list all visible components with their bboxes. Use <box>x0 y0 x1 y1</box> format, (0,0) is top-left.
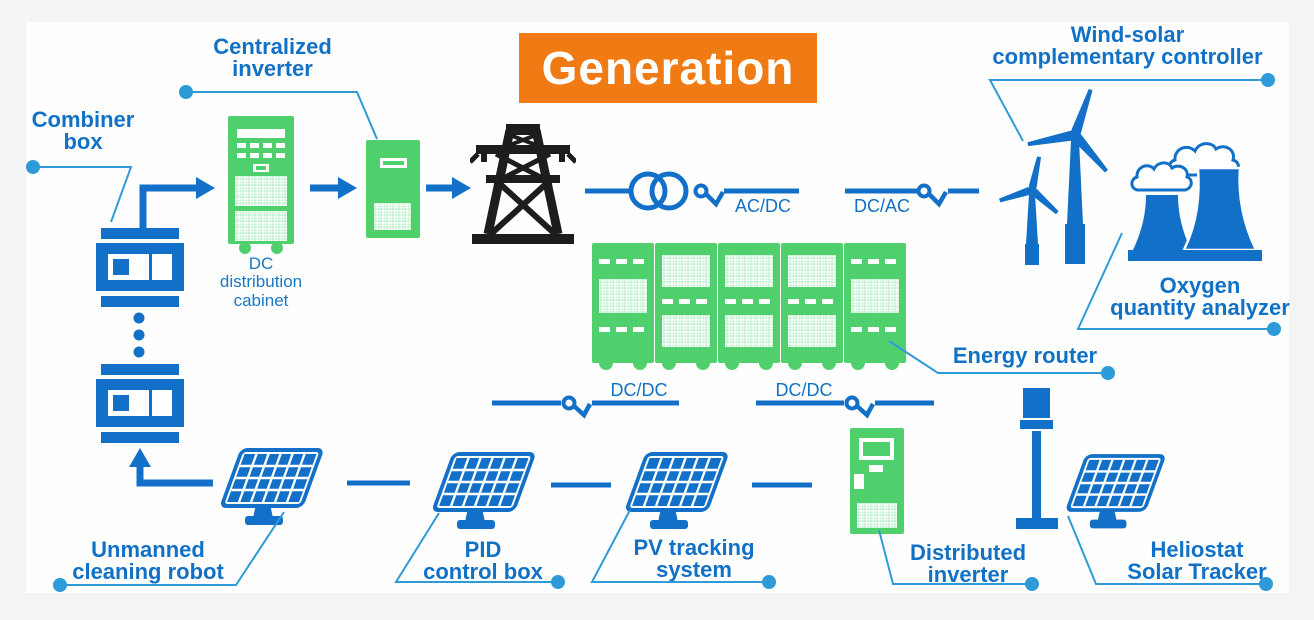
ac-dc-label: AC/DC <box>734 196 791 216</box>
centralized-inverter-label: Centralized inverter <box>213 34 332 82</box>
dc-ac-label: DC/AC <box>853 196 910 216</box>
energy-router-cabinet-icon <box>655 243 717 370</box>
dc-dc-left-label: DC/DC <box>610 380 668 400</box>
dc-distribution-cabinet-label: DC distribution cabinet <box>219 254 303 310</box>
solar-panel-icon <box>220 448 323 525</box>
pv-tracking-system-label: PV tracking system <box>633 535 755 583</box>
combiner-box-icon <box>96 228 184 307</box>
wind-turbines-icon <box>999 88 1108 265</box>
energy-router-cabinet-icon <box>844 243 906 370</box>
heliostat-solar-tracker-label: Heliostat Solar Tracker <box>1127 537 1267 585</box>
oxygen-analyzer-label: Oxygen quantity analyzer <box>1110 273 1290 321</box>
transmission-tower-icon <box>470 124 576 244</box>
centralized-inverter-icon <box>366 140 420 238</box>
tracker-pole-icon <box>1016 388 1058 529</box>
dc-distribution-cabinet-icon <box>228 116 294 254</box>
distributed-inverter-label: Distributed inverter <box>909 540 1027 588</box>
cooling-towers-icon <box>1128 142 1262 261</box>
unmanned-cleaning-robot-label: Unmanned cleaning robot <box>72 537 224 585</box>
generation-banner: Generation <box>519 33 817 103</box>
distributed-inverter-icon <box>850 428 904 534</box>
dc-dc-right-label: DC/DC <box>775 380 833 400</box>
energy-router-cabinet-icon <box>592 243 654 370</box>
energy-router-cabinet-icon <box>718 243 780 370</box>
solar-panel-icon <box>432 452 535 529</box>
combiner-box-label: Combiner box <box>31 107 135 155</box>
energy-router-label: Energy router <box>952 343 1098 368</box>
solar-panel-icon <box>625 452 728 529</box>
energy-router-cabinet-icon <box>781 243 843 370</box>
combiner-box-icon <box>96 364 184 443</box>
pid-control-box-label: PID control box <box>423 537 543 585</box>
heliostat-solar-panel-icon <box>1066 454 1165 529</box>
wind-solar-controller-label: Wind-solar complementary controller <box>992 22 1263 70</box>
